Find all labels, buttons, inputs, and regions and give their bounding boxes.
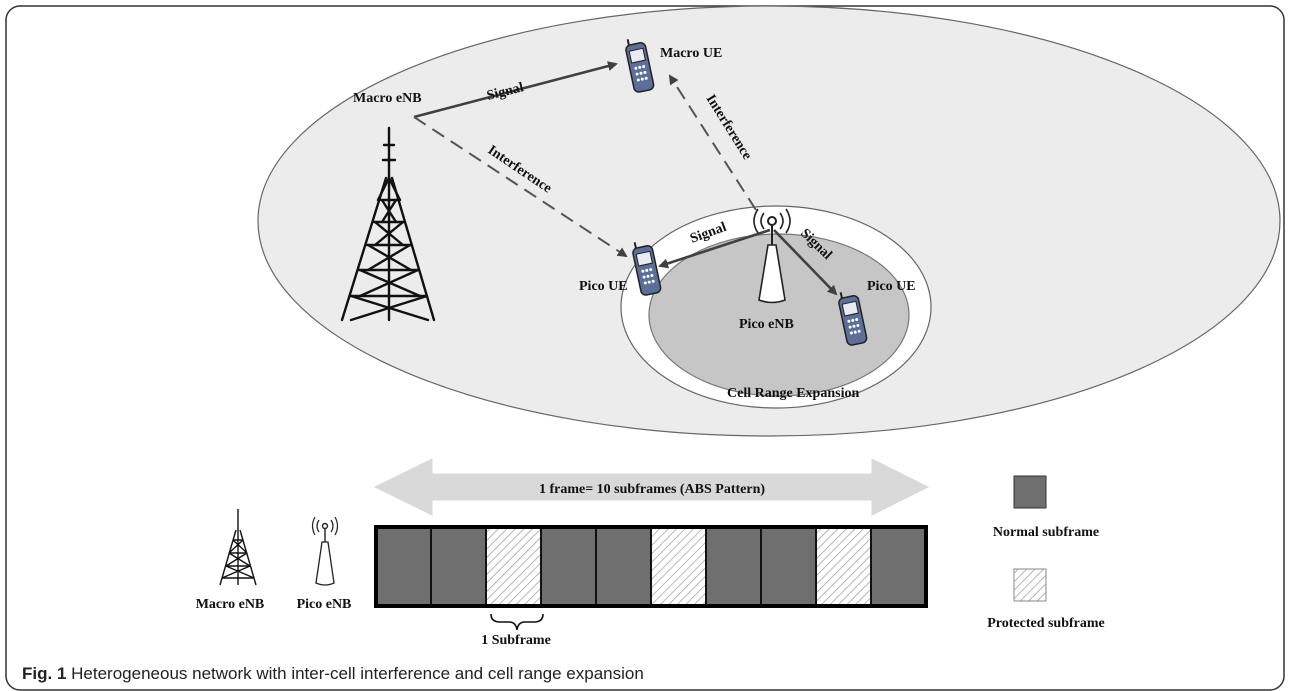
signal-arrow-pico-to-pico-ue-right [773, 229, 838, 296]
protected-subframe [815, 526, 872, 607]
subframe-brace-label: 1 Subframe [481, 633, 551, 648]
small-macro-enb-label: Macro eNB [196, 597, 265, 612]
normal-subframe [540, 526, 597, 607]
normal-subframe [430, 526, 487, 607]
signal-arrow-pico-to-pico-ue-left [658, 228, 771, 269]
legend-normal-swatch [1013, 475, 1047, 509]
pico-ue-left-label: Pico UE [579, 279, 628, 294]
macro-ue-label: Macro UE [660, 46, 722, 61]
pico-cell-coverage [648, 233, 910, 397]
small-pico-enb-label: Pico eNB [297, 597, 352, 612]
small-pico-tower-icon [311, 516, 339, 586]
subframe-strip [374, 525, 928, 608]
cell-range-expansion-label: Cell Range Expansion [727, 386, 859, 401]
pico-base-station-icon [753, 208, 791, 304]
macro-enb-label: Macro eNB [353, 91, 422, 106]
protected-subframe [485, 526, 542, 607]
caption-label: Fig. 1 [22, 664, 67, 683]
protected-subframe [650, 526, 707, 607]
pico-ue-left-phone-icon [632, 242, 662, 296]
small-macro-tower-icon [219, 509, 257, 586]
normal-subframe [870, 526, 927, 607]
macro-tower-icon [340, 126, 436, 322]
macro-ue-phone-icon [625, 39, 655, 93]
pico-ue-right-label: Pico UE [867, 279, 916, 294]
subframe-brace [490, 613, 544, 631]
legend-protected-label: Protected subframe [987, 616, 1105, 631]
legend-protected-swatch [1013, 568, 1047, 602]
frame-double-arrow [373, 458, 930, 516]
interference-arrow-pico-to-macro-ue [668, 74, 757, 211]
pico-enb-label: Pico eNB [739, 317, 794, 332]
normal-subframe [375, 526, 432, 607]
frame-label: 1 frame= 10 subframes (ABS Pattern) [539, 482, 765, 497]
interference-arrow-macro-to-pico-ue [413, 116, 628, 258]
pico-ue-right-phone-icon [838, 292, 868, 346]
normal-subframe [595, 526, 652, 607]
normal-subframe [760, 526, 817, 607]
subframe-strip-border [374, 525, 928, 608]
legend-normal-label: Normal subframe [993, 525, 1099, 540]
signal-arrow-macro-to-macro-ue [413, 61, 618, 119]
normal-subframe [705, 526, 762, 607]
figure-caption: Fig. 1 Heterogeneous network with inter-… [22, 661, 1262, 687]
caption-text: Heterogeneous network with inter-cell in… [71, 664, 644, 683]
